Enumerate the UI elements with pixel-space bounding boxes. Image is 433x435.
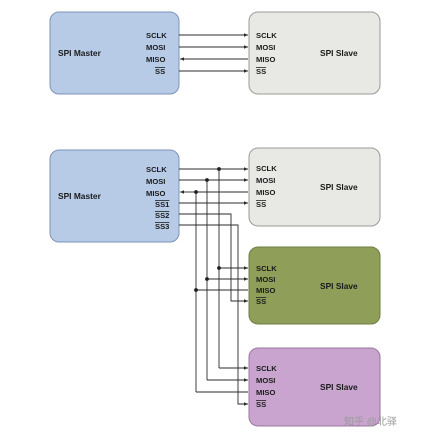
spi-slave-box-c — [248, 347, 381, 427]
slave-pin-miso-1: MISO — [256, 55, 276, 64]
spi-slave-box-b — [248, 246, 381, 325]
wire-c-ss — [179, 224, 248, 406]
spi-slave-box-a — [248, 147, 381, 227]
slave-c-pin-miso: MISO — [256, 388, 276, 397]
spi-slave-title-c: SPI Slave — [320, 382, 358, 392]
spi-master-box-2 — [49, 149, 180, 243]
spi-master-title-2: SPI Master — [58, 191, 102, 201]
slave-c-pin-ss: SS — [256, 400, 266, 409]
slave-a-pin-mosi: MOSI — [256, 176, 275, 185]
watermark-text: 知乎 @北驿 — [344, 415, 397, 428]
master-pin-ss-1: SS — [155, 67, 165, 76]
spi-slave-title-a: SPI Slave — [320, 182, 358, 192]
wire-b-ss — [179, 213, 248, 303]
slave-a-pin-miso: MISO — [256, 188, 276, 197]
master-pin-ss1: SS1 — [155, 200, 170, 209]
slave-b-pin-mosi: MOSI — [256, 275, 275, 284]
master-pin-sclk-1: SCLK — [146, 31, 167, 40]
slave-b-pin-ss: SS — [256, 297, 266, 306]
slave-pin-mosi-1: MOSI — [256, 43, 275, 52]
junction-dot — [205, 178, 209, 182]
junction-dot — [205, 277, 209, 281]
junction-dot — [194, 288, 198, 292]
junction-dot — [194, 190, 198, 194]
master-pin-mosi-1: MOSI — [146, 43, 165, 52]
master-pin-ss2: SS2 — [155, 211, 169, 220]
master-pin-mosi-2: MOSI — [146, 177, 165, 186]
spi-master-title-1: SPI Master — [58, 48, 102, 58]
master-pin-miso-1: MISO — [146, 55, 166, 64]
diagram-multi-slave: SPI Master SCLK MOSI MISO SS1 SS2 SS3 SC… — [49, 147, 381, 427]
master-pin-ss3: SS3 — [155, 222, 169, 231]
slave-b-pin-sclk: SCLK — [256, 264, 277, 273]
spi-slave-title-1: SPI Slave — [320, 48, 358, 58]
slave-pin-ss-1: SS — [256, 67, 266, 76]
slave-b-pin-miso: MISO — [256, 286, 276, 295]
spi-slave-title-b: SPI Slave — [320, 281, 358, 291]
spi-slave-box-1 — [248, 11, 381, 95]
junction-dot — [217, 266, 221, 270]
master-pin-sclk-2: SCLK — [146, 165, 167, 174]
diagram-single-slave: SPI Master SCLK MOSI MISO SS SCLK MOSI M… — [49, 11, 381, 95]
master-pin-miso-2: MISO — [146, 189, 166, 198]
spi-master-box-1 — [49, 11, 180, 95]
slave-pin-sclk-1: SCLK — [256, 31, 277, 40]
slave-c-pin-sclk: SCLK — [256, 364, 277, 373]
junction-dot — [217, 167, 221, 171]
slave-a-pin-sclk: SCLK — [256, 164, 277, 173]
slave-c-pin-mosi: MOSI — [256, 376, 275, 385]
slave-a-pin-ss: SS — [256, 200, 266, 209]
